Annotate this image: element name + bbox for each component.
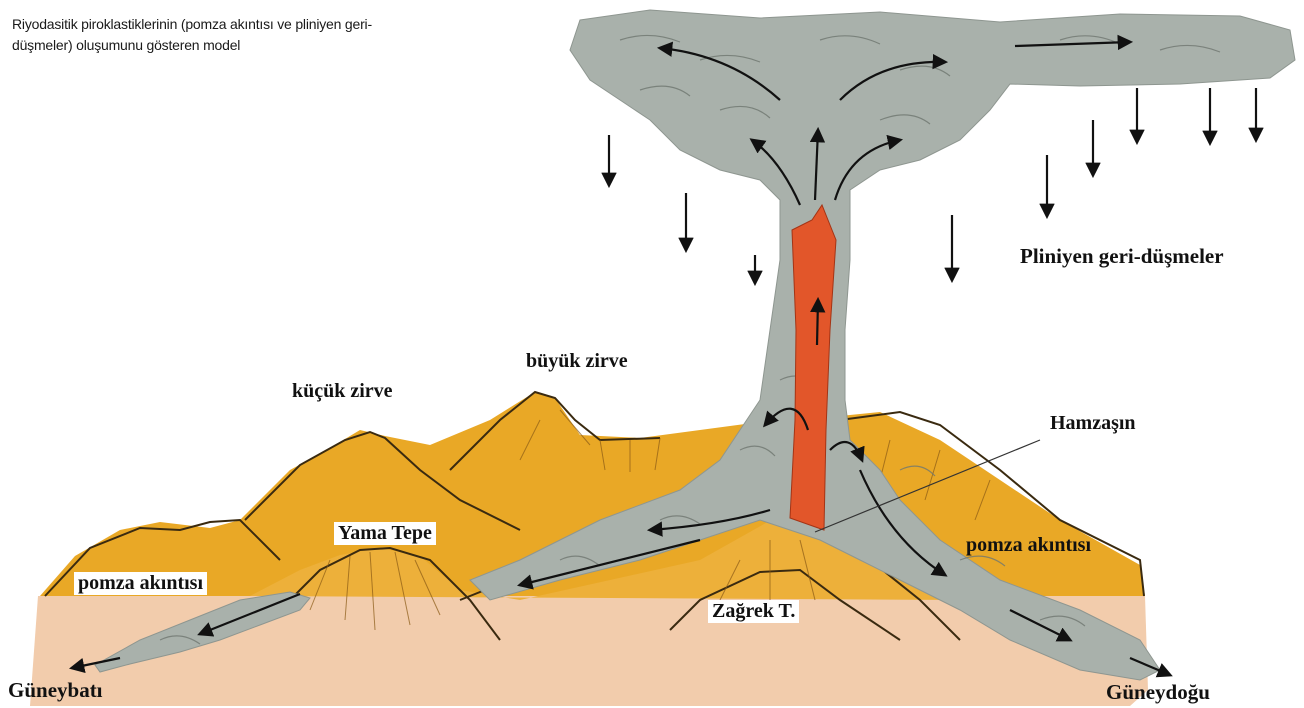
label-pomza-left: pomza akıntısı <box>74 572 207 595</box>
label-hamzasin: Hamzaşın <box>1050 412 1136 435</box>
caption-line-1: Riyodasitik piroklastiklerinin (pomza ak… <box>12 14 392 35</box>
figure-caption: Riyodasitik piroklastiklerinin (pomza ak… <box>12 14 392 56</box>
label-yama-tepe: Yama Tepe <box>334 522 436 545</box>
label-buyuk-zirve: büyük zirve <box>526 350 628 373</box>
label-guneydogu: Güneydoğu <box>1106 680 1210 705</box>
label-pomza-right: pomza akıntısı <box>966 534 1091 557</box>
label-zagrek: Zağrek T. <box>708 600 799 623</box>
label-pliniyen: Pliniyen geri-düşmeler <box>1020 244 1224 269</box>
label-kucuk-zirve: küçük zirve <box>292 380 393 403</box>
caption-line-2: düşmeler) oluşumunu gösteren model <box>12 35 392 56</box>
label-guneybati: Güneybatı <box>8 678 103 703</box>
